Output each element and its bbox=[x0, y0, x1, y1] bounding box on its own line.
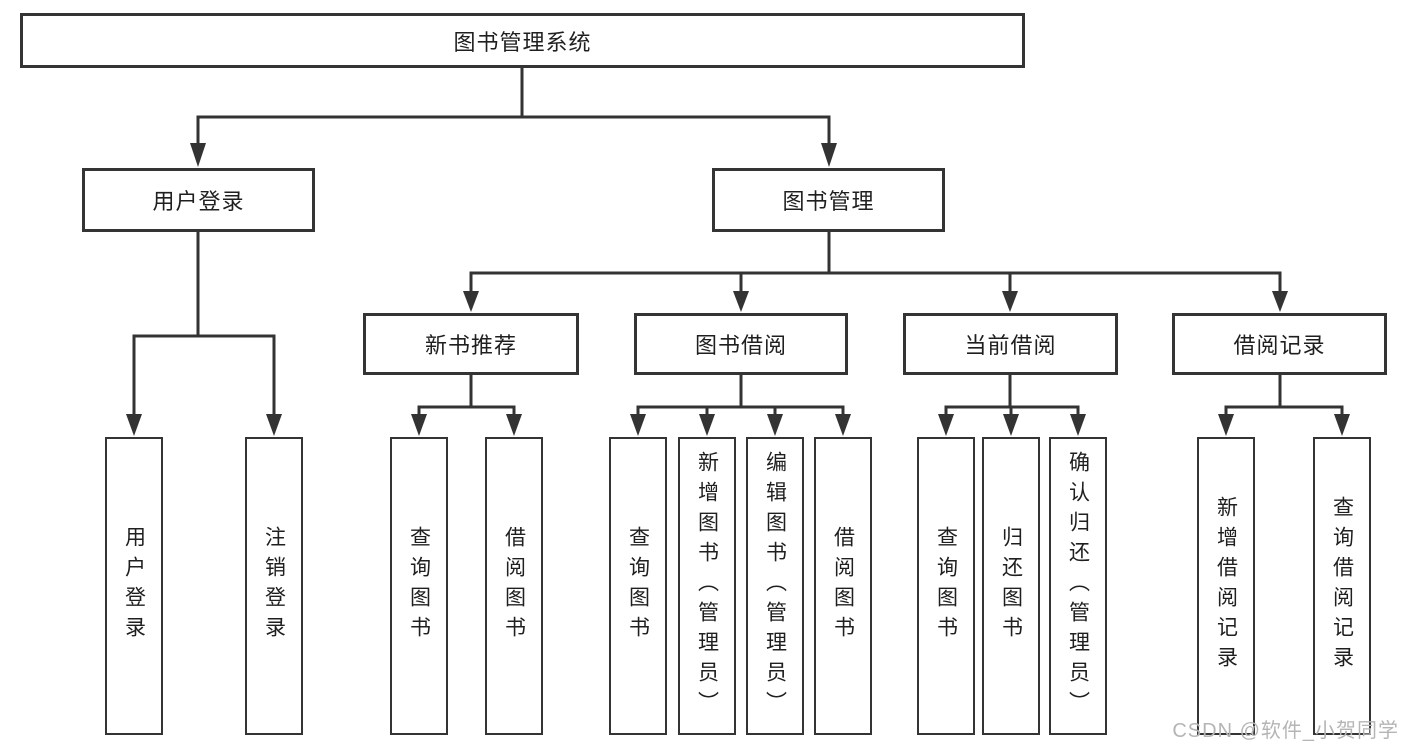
arrowheads bbox=[126, 143, 1350, 436]
node-query-borrow-record: 查询借阅记录 bbox=[1313, 437, 1371, 735]
node-borrowing-records: 借阅记录 bbox=[1172, 313, 1387, 375]
node-add-books-admin: 新增图书（管理员） bbox=[678, 437, 736, 735]
node-add-borrow-record: 新增借阅记录 bbox=[1197, 437, 1255, 735]
node-new-book-recommendation: 新书推荐 bbox=[363, 313, 579, 375]
node-edit-books-admin: 编辑图书（管理员） bbox=[746, 437, 804, 735]
node-return-books: 归还图书 bbox=[982, 437, 1040, 735]
node-confirm-return-admin: 确认归还（管理员） bbox=[1049, 437, 1107, 735]
node-query-books-recommend: 查询图书 bbox=[390, 437, 448, 735]
node-book-borrowing: 图书借阅 bbox=[634, 313, 848, 375]
node-borrow-books-leaf: 借阅图书 bbox=[814, 437, 872, 735]
node-user-login: 用户登录 bbox=[82, 168, 315, 232]
node-library-management-system: 图书管理系统 bbox=[20, 13, 1025, 68]
node-user-login-leaf: 用户登录 bbox=[105, 437, 163, 735]
node-borrow-books-recommend: 借阅图书 bbox=[485, 437, 543, 735]
node-query-books-borrowing: 查询图书 bbox=[609, 437, 667, 735]
node-logout-leaf: 注销登录 bbox=[245, 437, 303, 735]
node-current-borrowing: 当前借阅 bbox=[903, 313, 1118, 375]
node-book-management: 图书管理 bbox=[712, 168, 945, 232]
node-query-books-current: 查询图书 bbox=[917, 437, 975, 735]
